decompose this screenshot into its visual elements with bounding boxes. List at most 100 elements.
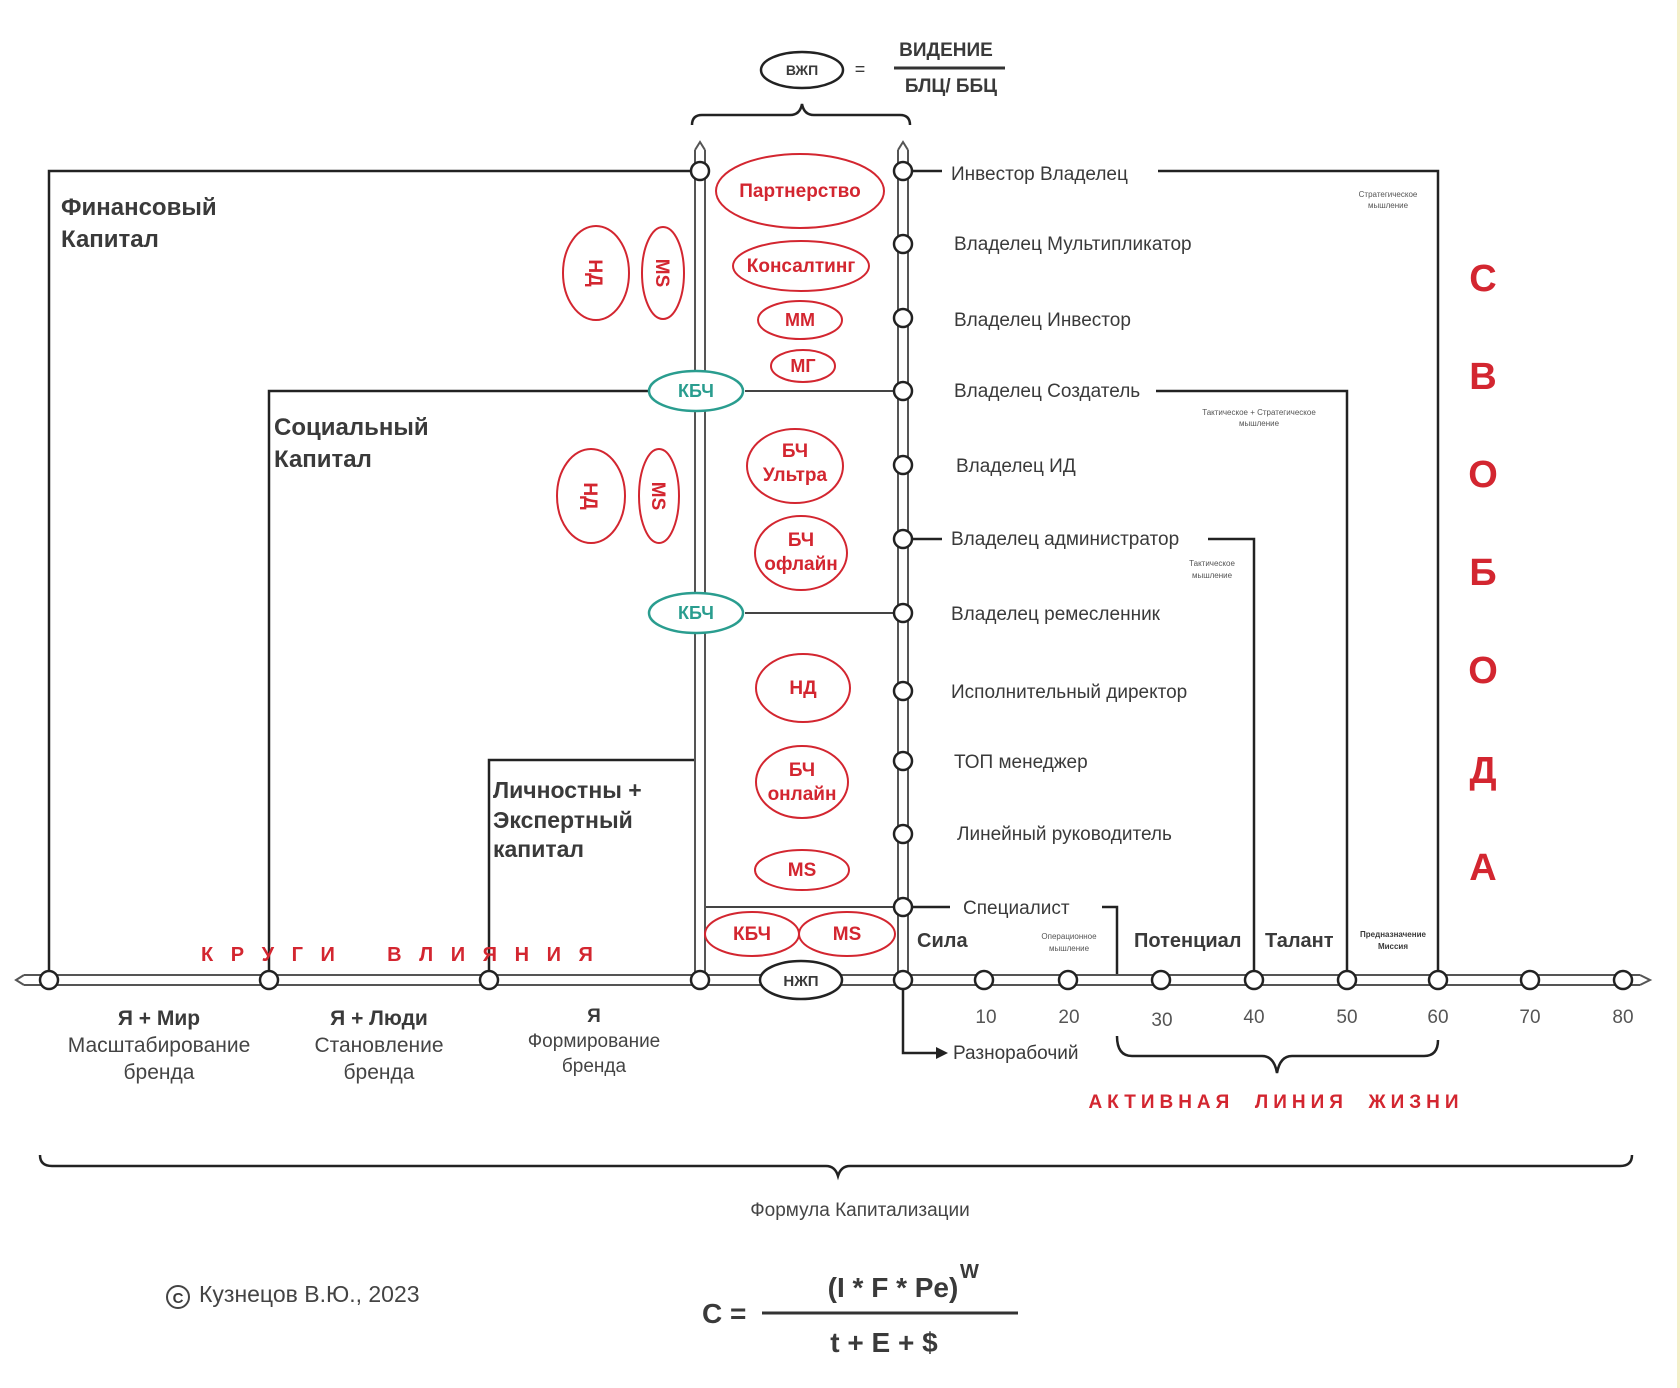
freedom-letter: О <box>1468 650 1498 692</box>
tactical-strategic-note-line2: мышление <box>1239 419 1280 428</box>
mm-label: ММ <box>785 310 815 330</box>
equals-sign: = <box>855 59 866 79</box>
axis-node <box>689 969 711 991</box>
freedom-letter: Б <box>1469 552 1496 594</box>
freedom-word: С В О Б О Д А <box>1468 258 1498 889</box>
stage-talent: Талант <box>1265 930 1334 952</box>
partnership-label: Партнерство <box>739 181 860 202</box>
copyright-icon <box>166 1285 190 1309</box>
formula-denominator: t + E + $ <box>830 1327 938 1358</box>
node <box>892 307 914 329</box>
laborer-label: Разнорабочий <box>953 1043 1078 1064</box>
role-label: Владелец ИД <box>956 456 1076 477</box>
consulting-ellipse <box>732 240 870 292</box>
tactical-note-line2: мышление <box>1192 571 1233 580</box>
personal-capital-line3: капитал <box>493 836 584 862</box>
freedom-letter: С <box>1469 258 1496 300</box>
copyright: C Кузнецов В.Ю., 2023 <box>166 1281 420 1309</box>
freedom-letter: О <box>1468 454 1498 496</box>
node <box>892 454 914 476</box>
bch-ultra-line2: Ультра <box>763 465 828 486</box>
formula-lhs: C = <box>702 1298 746 1329</box>
node <box>689 160 711 182</box>
brand-stage-line: бренда <box>344 1061 415 1084</box>
active-life-brace <box>1115 1035 1440 1074</box>
capitalization-formula: Формула Капитализации C = (I * F * Pe) W… <box>702 1200 1018 1358</box>
right-edge-strip <box>1677 0 1680 1388</box>
mm-ellipse <box>757 300 843 340</box>
axis-node <box>1057 969 1079 991</box>
age-label: 80 <box>1612 1007 1633 1028</box>
age-label: 60 <box>1427 1007 1448 1028</box>
age-label: 40 <box>1243 1007 1264 1028</box>
social-capital-line1: Социальный <box>274 414 429 441</box>
role-label: Владелец ремесленник <box>951 604 1161 625</box>
node <box>892 233 914 255</box>
role-label: Владелец Создатель <box>954 381 1140 402</box>
age-label: 20 <box>1058 1007 1079 1028</box>
axis-nodes <box>38 969 1634 991</box>
axis-left-arrow <box>14 974 25 986</box>
ms-bottom-label: MS <box>833 924 862 945</box>
stage-mission-line1: Предназначение <box>1360 930 1426 939</box>
role-label: Инвестор Владелец <box>951 164 1128 185</box>
role-label: Владелец администратор <box>951 529 1179 550</box>
vzhp-formula: ВЖП = ВИДЕНИЕ БЛЦ/ ББЦ <box>690 40 1005 126</box>
node <box>892 160 914 182</box>
bch-offline-ellipse <box>754 515 848 591</box>
thinking-notes: Стратегическое мышление Тактическое + Ст… <box>1041 190 1417 953</box>
node <box>892 896 914 918</box>
age-label: 10 <box>975 1007 996 1028</box>
brand-stage-line: бренда <box>562 1056 627 1077</box>
axis-node <box>892 969 914 991</box>
personal-capital-line2: Экспертный <box>493 807 633 833</box>
ms-label-rail: MS <box>788 860 817 881</box>
bch-online-line2: онлайн <box>768 784 837 805</box>
vision-numerator: ВИДЕНИЕ <box>899 40 993 61</box>
node <box>892 680 914 702</box>
bch-online-ellipse <box>755 745 849 819</box>
mg-ellipse <box>770 349 836 383</box>
tactical-strategic-frame-line <box>1156 389 1349 980</box>
vzhp-label: ВЖП <box>786 62 818 78</box>
node <box>892 823 914 845</box>
axis-right-arrow <box>1639 974 1653 986</box>
brand-stage-line: Становление <box>314 1034 443 1057</box>
rail-nodes <box>689 160 914 918</box>
formula-brace <box>38 1154 1634 1181</box>
nd-label-mid: НД <box>579 482 600 510</box>
stage-sila: Сила <box>917 930 968 952</box>
circles-of-influence-label: К Р У Г И В Л И Я Н И Я <box>201 944 599 966</box>
stage-mission-line2: Миссия <box>1378 942 1408 951</box>
laborer-arrow-head <box>936 1047 948 1059</box>
brand-stage-line: Масштабирование <box>68 1034 251 1057</box>
kbch-mid-label: КБЧ <box>678 603 714 623</box>
role-label: Линейный руководитель <box>957 824 1172 845</box>
brand-stage-title: Я + Люди <box>330 1007 428 1030</box>
nd-ellipse-rail <box>755 653 851 723</box>
left-rail-up-arrow <box>694 140 706 151</box>
vzhp-ellipse <box>759 50 845 90</box>
financial-capital-line1: Финансовый <box>61 194 217 221</box>
mg-label: МГ <box>790 356 815 376</box>
bch-ultra-ellipse <box>746 428 844 504</box>
ms-ellipse-top <box>641 226 685 320</box>
brand-stage-title: Я <box>587 1006 601 1027</box>
tactical-frame-line <box>1208 537 1256 980</box>
axis-node <box>973 969 995 991</box>
axis-node <box>478 969 500 991</box>
brand-stage-line: бренда <box>124 1061 195 1084</box>
role-label: Владелец Инвестор <box>954 310 1131 331</box>
node <box>892 602 914 624</box>
freedom-letter: В <box>1469 356 1496 398</box>
age-label: 70 <box>1519 1007 1540 1028</box>
axis-node <box>258 969 280 991</box>
brand-stage-line: Формирование <box>528 1031 661 1052</box>
axis-node <box>38 969 60 991</box>
axis-node <box>1519 969 1541 991</box>
kbch-top-label: КБЧ <box>678 381 714 401</box>
kbch-mid-ellipse <box>647 591 745 635</box>
personal-capital-line1: Личностны + <box>493 777 642 803</box>
ms-ellipse-rail <box>754 849 850 891</box>
